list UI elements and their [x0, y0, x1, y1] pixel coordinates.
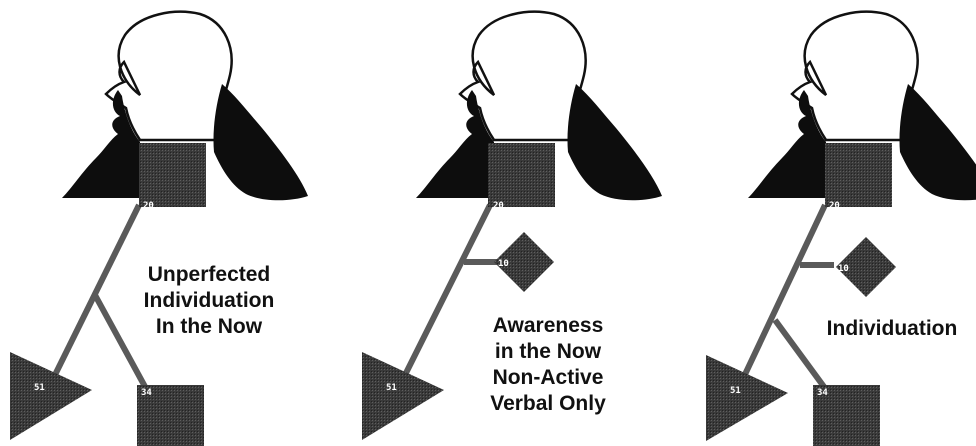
- square-node-top: [139, 143, 206, 207]
- caption-line: Awareness: [468, 313, 628, 339]
- square-node-top-label: 20: [493, 201, 504, 211]
- panel-2-caption: Awareness in the Now Non-Active Verbal O…: [468, 313, 628, 417]
- caption-line: Individuation: [810, 316, 974, 342]
- caption-line: In the Now: [122, 314, 296, 340]
- caption-line: Non-Active: [468, 365, 628, 391]
- triangle-node-label: 51: [34, 383, 45, 393]
- panel-1: 20 51 34: [10, 12, 308, 446]
- panel-3: 20 10 51 34: [706, 12, 976, 446]
- square-node-top-label: 20: [829, 201, 840, 211]
- triangle-node-left: [10, 352, 92, 440]
- panel-1-caption: Unperfected Individuation In the Now: [122, 262, 296, 340]
- diamond-node-label: 10: [498, 259, 509, 269]
- caption-line: in the Now: [468, 339, 628, 365]
- triangle-node-label: 51: [386, 383, 397, 393]
- panel-3-caption: Individuation: [810, 316, 974, 342]
- square-node-top-label: 20: [143, 201, 154, 211]
- caption-line: Individuation: [122, 288, 296, 314]
- square-node-top: [825, 143, 892, 207]
- square-node-bottom-label: 34: [817, 388, 828, 398]
- diamond-node-label: 10: [838, 264, 849, 274]
- square-node-bottom-label: 34: [141, 388, 152, 398]
- triangle-node-label: 51: [730, 386, 741, 396]
- triangle-node-left: [362, 352, 444, 440]
- square-node-top: [488, 143, 555, 207]
- caption-line: Unperfected: [122, 262, 296, 288]
- connector-line: [740, 205, 825, 385]
- caption-line: Verbal Only: [468, 391, 628, 417]
